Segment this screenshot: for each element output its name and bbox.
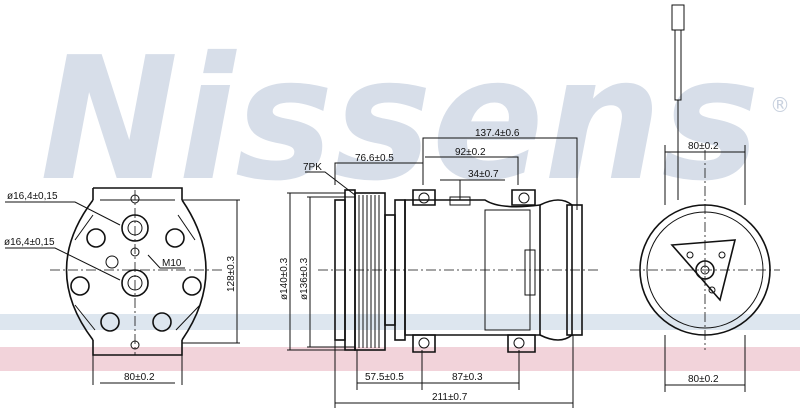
pulley-offset-dimension: 76.6±0.5 [355, 153, 394, 164]
side-view: 137.4±0.6 76.6±0.5 92±0.2 34±0.7 7PK ø14… [279, 128, 600, 408]
pulley-type-label: 7PK [303, 162, 322, 173]
port-mid-dimension: ø16,4±0,15 [4, 237, 55, 248]
thread-label: M10 [162, 258, 182, 269]
front-view: ø16,4±0,15 ø16,4±0,15 M10 128±0.3 80±0.2 [4, 187, 240, 385]
pulley-outer-diameter: ø140±0.3 [279, 257, 290, 300]
pink-band [0, 347, 800, 371]
height-dimension: 128±0.3 [226, 255, 237, 292]
watermark: Nissens ® [0, 21, 800, 371]
mount-spacing-top-dimension: 92±0.2 [455, 147, 486, 158]
registered-mark: ® [770, 93, 790, 117]
rear-width-top-dimension: 80±0.2 [688, 141, 719, 152]
brand-logo: Nissens [40, 21, 760, 219]
port-top-dimension: ø16,4±0,15 [7, 191, 58, 202]
total-to-rear-dimension: 137.4±0.6 [475, 128, 520, 139]
port-offset-dimension: 34±0.7 [468, 169, 499, 180]
blue-band [0, 314, 800, 330]
width-dimension: 80±0.2 [124, 372, 155, 383]
rear-width-bottom-dimension: 80±0.2 [688, 374, 719, 385]
pulley-inner-diameter: ø136±0.3 [299, 257, 310, 300]
rear-view: 80±0.2 80±0.2 [630, 4, 780, 392]
mount-spacing-bottom-dimension: 87±0.3 [452, 372, 483, 383]
mount-front-dimension: 57.5±0.5 [365, 372, 404, 383]
overall-length-dimension: 211±0.7 [432, 392, 468, 403]
